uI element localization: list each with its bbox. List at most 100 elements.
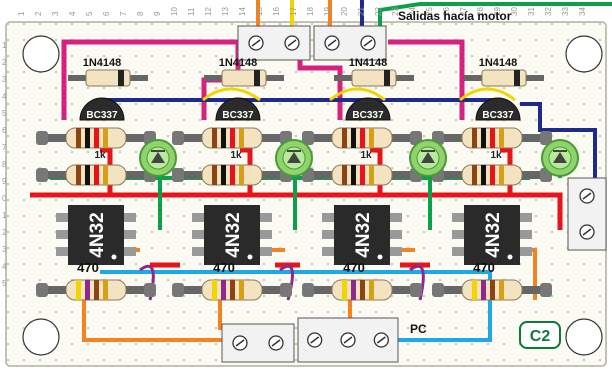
resistor-pad (36, 283, 48, 297)
resistor-1k-label: 1k (490, 150, 502, 161)
resistor-band (94, 165, 99, 185)
chip-pin (452, 247, 466, 256)
optocoupler-label: 4N32 (87, 212, 108, 257)
transistor-label: BC337 (86, 110, 118, 121)
yellow-jumpers (202, 87, 516, 102)
board-id-badge: C2 (519, 321, 561, 349)
resistor-band (369, 165, 374, 185)
chip-pin (122, 213, 136, 222)
resistor-band (221, 280, 226, 300)
led-symbol (287, 152, 301, 163)
resistor-band (342, 280, 347, 300)
resistor-band (369, 280, 374, 300)
row-number: 2 (2, 58, 7, 67)
chip-pin (56, 213, 70, 222)
diode-label: 1N4148 (83, 57, 122, 69)
resistor-band (221, 128, 226, 148)
column-number: 21 (357, 7, 366, 16)
column-number: 10 (170, 7, 179, 16)
column-number: 6 (102, 11, 111, 16)
column-number: 19 (323, 7, 332, 16)
diode-label: 1N4148 (219, 57, 258, 69)
diode-cathode-band (118, 70, 124, 86)
resistor-pad (302, 283, 314, 297)
diode-label: 1N4148 (479, 57, 518, 69)
resistor-band (490, 165, 495, 185)
resistor-band (351, 128, 356, 148)
resistor-band (212, 128, 217, 148)
diode-cathode-band (384, 70, 390, 86)
column-number: 5 (85, 11, 94, 16)
pin1-dot (111, 254, 117, 260)
chip-pin (258, 247, 272, 256)
screw-slot (310, 336, 320, 344)
column-number: 34 (578, 7, 587, 16)
led-row (139, 139, 579, 177)
row-number: 1 (2, 41, 7, 50)
resistor-470-label: 470 (77, 260, 99, 275)
row-number: 6 (2, 126, 7, 135)
right-terminal (567, 177, 607, 251)
column-number: 32 (544, 7, 553, 16)
resistor-pad (172, 131, 184, 145)
diode-cathode-band (514, 70, 520, 86)
resistor-band (230, 165, 235, 185)
chip-pin (388, 230, 402, 239)
resistor-pad (172, 168, 184, 182)
resistor-band (472, 165, 477, 185)
resistor-band (103, 165, 108, 185)
motor-output-wires (256, 0, 612, 26)
resistor-pad (36, 168, 48, 182)
column-number: 24 (408, 7, 417, 16)
row-number: 1 (2, 211, 7, 220)
column-number: 27 (459, 7, 468, 16)
row-number: 7 (2, 143, 7, 152)
led-symbol (151, 152, 165, 163)
resistor-band (94, 280, 99, 300)
resistor-pad (302, 131, 314, 145)
column-number: 17 (289, 7, 298, 16)
resistor-band (342, 128, 347, 148)
optocoupler-label: 4N32 (353, 212, 374, 257)
chip-pin (192, 247, 206, 256)
resistor-band (230, 128, 235, 148)
screw-slot (327, 39, 337, 47)
optocoupler-label: 4N32 (223, 212, 244, 257)
resistor-pad (172, 283, 184, 297)
row-number: 5 (2, 109, 7, 118)
resistor-470-label: 470 (343, 260, 365, 275)
chip-pin (388, 247, 402, 256)
resistor-band (481, 165, 486, 185)
motor-output-terminal (237, 25, 387, 61)
output-label: Salidas hacía motor (398, 9, 512, 23)
resistor-band (85, 128, 90, 148)
column-number: 25 (425, 7, 434, 16)
chip-pin (518, 230, 532, 239)
transistor-body (79, 97, 125, 121)
diode-cathode-band (254, 70, 260, 86)
resistor-band (499, 280, 504, 300)
column-number: 4 (68, 11, 77, 16)
resistor-band (76, 165, 81, 185)
row-number: 3 (2, 245, 7, 254)
optocoupler-label: 4N32 (483, 212, 504, 257)
column-number: 22 (374, 7, 383, 16)
chip-pin (192, 230, 206, 239)
resistor-pad (540, 131, 552, 145)
chip-pin (192, 213, 206, 222)
resistor-band (369, 128, 374, 148)
chip-pin (388, 213, 402, 222)
resistor-band (94, 128, 99, 148)
transistor-body (345, 97, 391, 121)
resistor-band (239, 280, 244, 300)
column-number: 16 (272, 7, 281, 16)
column-number: 23 (391, 7, 400, 16)
resistor-band (342, 165, 347, 185)
screw-slot (251, 39, 261, 47)
resistor-band (472, 128, 477, 148)
